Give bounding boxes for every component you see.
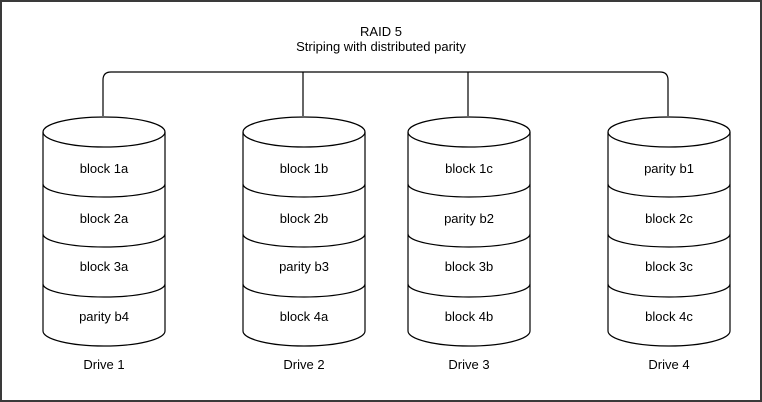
block-label: block 3c — [645, 259, 693, 274]
cylinder-divider — [242, 183, 366, 198]
block-label: block 3a — [80, 259, 129, 274]
block-label: block 2b — [280, 211, 328, 226]
block-label: block 4a — [280, 309, 329, 324]
cylinder-body — [42, 132, 166, 347]
cylinder-divider — [42, 283, 166, 298]
cylinder-divider — [407, 283, 531, 298]
cylinder-divider — [42, 183, 166, 198]
block-label: block 1b — [280, 161, 328, 176]
block-label: parity b2 — [444, 211, 494, 226]
cylinder-graphic: block 1a block 2a block 3a parity b4 — [42, 116, 166, 347]
cylinder-divider — [607, 283, 731, 298]
cylinder-body — [407, 132, 531, 347]
block-label: block 4c — [645, 309, 693, 324]
drive-4-label: Drive 4 — [648, 357, 690, 372]
cylinder-divider — [407, 233, 531, 248]
cylinder-graphic: parity b1 block 2c block 3c block 4c — [607, 116, 731, 347]
block-label: block 1c — [445, 161, 493, 176]
diagram-subtitle: Striping with distributed parity — [296, 39, 466, 54]
cylinder-divider — [242, 233, 366, 248]
drive-1-cylinder: block 1a block 2a block 3a parity b4 — [42, 115, 166, 347]
block-label: block 2c — [645, 211, 693, 226]
bus-line — [102, 71, 669, 116]
cylinder-divider — [607, 233, 731, 248]
drive-3-cylinder: block 1c parity b2 block 3b block 4b — [407, 115, 531, 347]
block-label: parity b3 — [279, 259, 329, 274]
block-label: block 3b — [445, 259, 493, 274]
cylinder-top — [607, 116, 731, 148]
cylinder-divider — [242, 283, 366, 298]
drive-2-cylinder: block 1b block 2b parity b3 block 4a — [242, 115, 366, 347]
cylinder-graphic: block 1c parity b2 block 3b block 4b — [407, 116, 531, 347]
drive-4-cylinder: parity b1 block 2c block 3c block 4c — [607, 115, 731, 347]
block-label: parity b1 — [644, 161, 694, 176]
cylinder-top — [407, 116, 531, 148]
block-label: block 2a — [80, 211, 129, 226]
cylinder-divider — [42, 233, 166, 248]
cylinder-top — [242, 116, 366, 148]
cylinder-body — [607, 132, 731, 347]
block-label: parity b4 — [79, 309, 129, 324]
cylinder-top — [42, 116, 166, 148]
drive-2-label: Drive 2 — [283, 357, 325, 372]
block-label: block 4b — [445, 309, 493, 324]
cylinder-body — [242, 132, 366, 347]
diagram-title-line1: RAID 5 — [360, 24, 402, 39]
cylinder-graphic: block 1b block 2b parity b3 block 4a — [242, 116, 366, 347]
cylinder-divider — [407, 183, 531, 198]
diagram-title: RAID 5 Striping with distributed parity — [2, 24, 760, 54]
block-label: block 1a — [80, 161, 129, 176]
drive-1-label: Drive 1 — [83, 357, 125, 372]
cylinder-divider — [607, 183, 731, 198]
drive-3-label: Drive 3 — [448, 357, 490, 372]
